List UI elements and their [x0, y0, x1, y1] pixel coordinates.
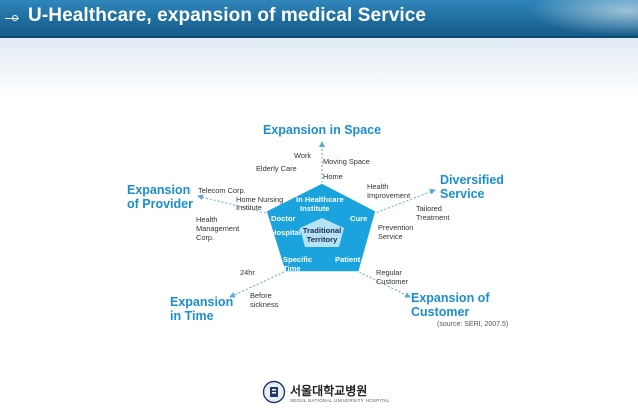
inner-in-healthcare-line1: In Healthcare — [296, 195, 344, 204]
label-health-mgmt-line1: Health — [196, 215, 217, 224]
arrow-provider — [197, 194, 271, 215]
label-prevention-line1: Prevention — [378, 223, 413, 232]
label-24hr: 24hr — [240, 268, 255, 277]
heading-expansion-time-line2: in Time — [170, 309, 214, 323]
page-title: U-Healthcare, expansion of medical Servi… — [28, 5, 427, 26]
header-band — [0, 38, 638, 98]
banner-glow — [528, 0, 638, 36]
heading-expansion-time-line1: Expansion — [170, 295, 233, 309]
inner-hospital: Hospital — [271, 228, 301, 237]
org-name: 서울대학교병원 — [290, 384, 368, 398]
inner-specific-time-line1: Specific — [283, 255, 312, 264]
heading-expansion-customer-line1: Expansion of — [411, 291, 490, 305]
arrow-time — [229, 271, 285, 298]
label-moving-space: Moving Space — [323, 157, 370, 166]
label-elderly-care: Elderly Care — [256, 164, 297, 173]
heading-diversified-line2: Service — [440, 187, 485, 201]
label-prevention-line2: Service — [378, 232, 403, 241]
center-traditional-line1: Traditional — [303, 226, 341, 235]
inner-in-healthcare-line2: Institute — [300, 204, 330, 213]
label-regular-customer-line1: Regular — [376, 268, 402, 277]
heading-expansion-in-space: Expansion in Space — [263, 123, 381, 137]
label-tailored-line1: Tailored — [416, 204, 442, 213]
inner-cure: Cure — [350, 214, 367, 223]
label-health-improvement-line1: Health — [367, 182, 388, 191]
label-before-sickness-line1: Before — [250, 291, 272, 300]
center-traditional-line2: Territory — [307, 235, 338, 244]
label-work: Work — [294, 151, 311, 160]
snu-hospital-emblem-icon — [262, 380, 286, 404]
banner-dot-icon — [12, 15, 18, 21]
label-home: Home — [323, 172, 343, 181]
label-health-mgmt-line3: Corp. — [196, 233, 214, 242]
inner-doctor: Doctor — [271, 214, 296, 223]
title-banner: U-Healthcare, expansion of medical Servi… — [0, 0, 638, 38]
label-tailored-line2: Treatment — [416, 213, 449, 222]
label-health-mgmt-line2: Management — [196, 224, 239, 233]
label-before-sickness-line2: sickness — [250, 300, 279, 309]
traditional-territory-core — [300, 218, 344, 247]
heading-expansion-provider-line2: of Provider — [127, 197, 193, 211]
arrow-customer — [358, 271, 411, 298]
heading-expansion-provider-line1: Expansion — [127, 183, 190, 197]
heading-diversified-line1: Diversified — [440, 173, 504, 187]
label-home-nursing-line2: Institute — [236, 203, 262, 212]
label-regular-customer-line2: Customer — [376, 277, 409, 286]
org-subtitle: SEOUL NATIONAL UNIVERSITY HOSPITAL — [290, 398, 390, 403]
label-telecom-corp: Telecom Corp. — [198, 186, 246, 195]
heading-expansion-customer-line2: Customer — [411, 305, 469, 319]
inner-patient: Patient — [335, 255, 361, 264]
inner-specific-time-line2: Time — [283, 264, 301, 273]
source-citation: (source: SERI, 2007.5) — [437, 321, 508, 328]
label-home-nursing-line1: Home Nursing — [236, 195, 283, 204]
arrow-diversified — [372, 189, 436, 215]
label-health-improvement-line2: Improvement — [367, 191, 410, 200]
